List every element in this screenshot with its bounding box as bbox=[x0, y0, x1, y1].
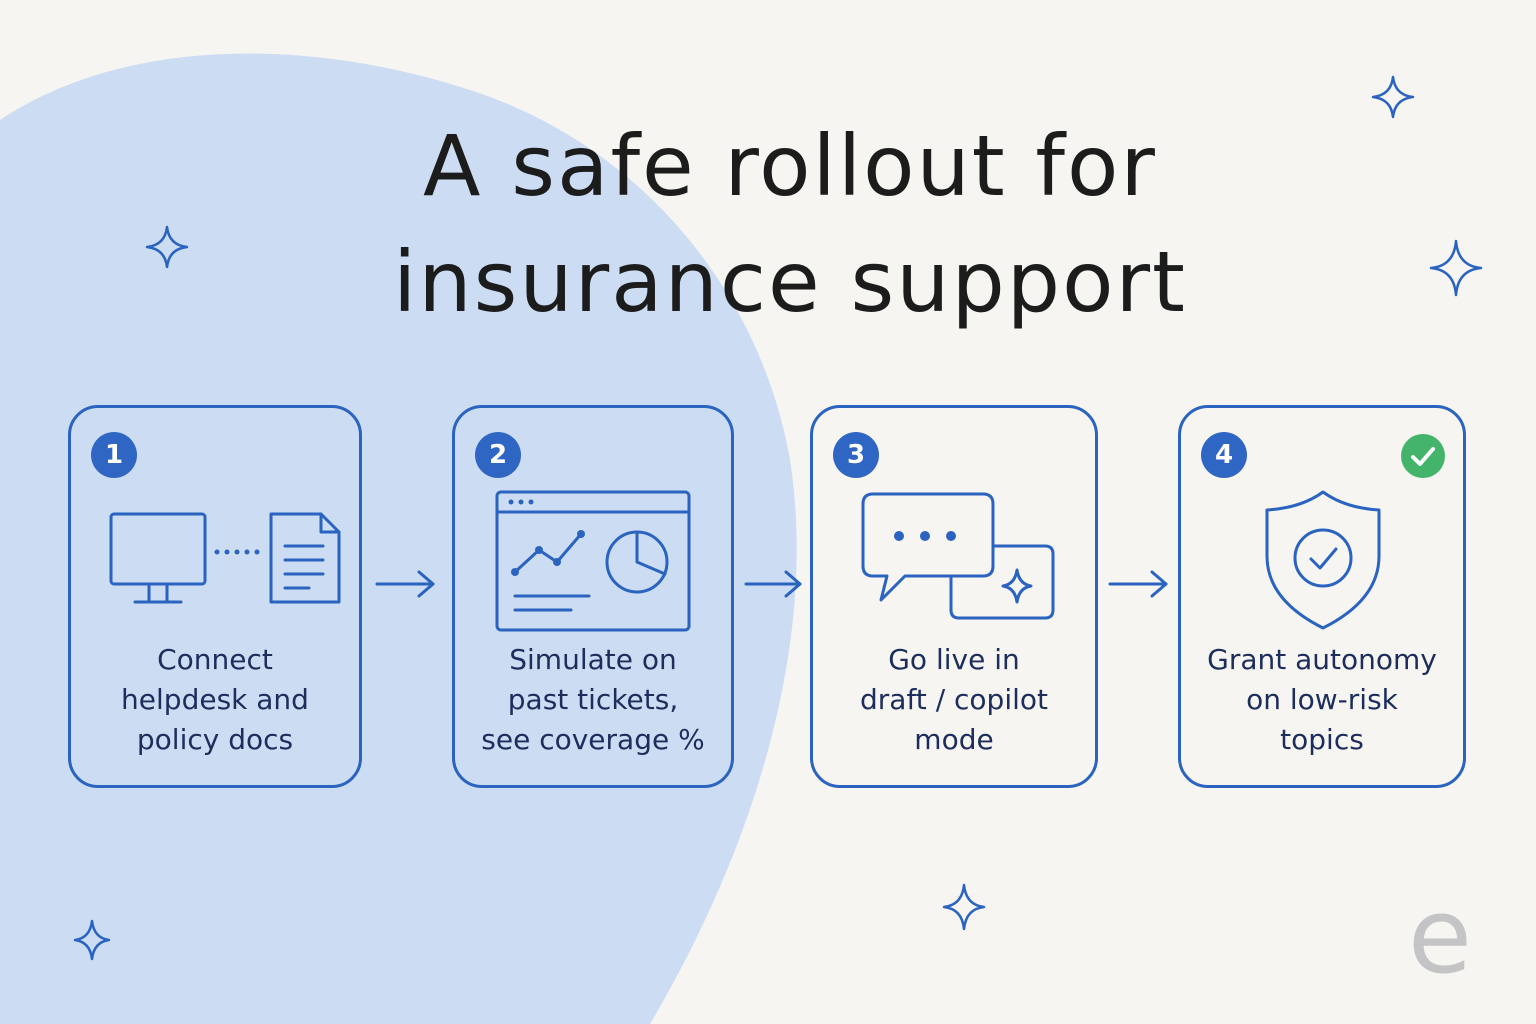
caption-line: see coverage % bbox=[481, 723, 705, 756]
caption-line: Simulate on bbox=[509, 643, 677, 676]
caption-line: policy docs bbox=[136, 723, 294, 756]
caption-line: mode bbox=[914, 723, 994, 756]
step-card-3: 3 Go live in draft / copilot mode bbox=[810, 405, 1098, 788]
shield-check-icon bbox=[1265, 490, 1381, 630]
analytics-dashboard-icon bbox=[495, 490, 691, 632]
step-badge-1: 1 bbox=[91, 432, 137, 478]
caption-line: Go live in bbox=[888, 643, 1020, 676]
brand-logo: e bbox=[1408, 875, 1472, 997]
sparkle-icon bbox=[1371, 75, 1415, 119]
caption-line: past tickets, bbox=[507, 683, 679, 716]
step-badge-4: 4 bbox=[1201, 432, 1247, 478]
monitor-to-document-icon bbox=[109, 512, 341, 604]
step-card-4: 4 Grant autonomy on low-risk topics bbox=[1178, 405, 1466, 788]
title-line-1: A safe rollout for bbox=[423, 117, 1157, 215]
title-line-2: insurance support bbox=[393, 233, 1187, 331]
arrow-right-icon bbox=[1108, 570, 1168, 598]
sparkle-icon bbox=[1429, 239, 1483, 297]
step-caption-4: Grant autonomy on low-risk topics bbox=[1191, 640, 1453, 760]
caption-line: on low-risk bbox=[1246, 683, 1398, 716]
chat-bubbles-icon bbox=[861, 492, 1055, 620]
step-caption-1: Connect helpdesk and policy docs bbox=[81, 640, 349, 760]
sparkle-icon bbox=[942, 883, 986, 931]
step-badge-2: 2 bbox=[475, 432, 521, 478]
sparkle-icon bbox=[145, 225, 189, 269]
step-card-1: 1 Connect helpdesk and bbox=[68, 405, 362, 788]
step-card-2: 2 Simulate on past tickets, see coverage… bbox=[452, 405, 734, 788]
caption-line: helpdesk and bbox=[121, 683, 309, 716]
caption-line: Grant autonomy bbox=[1207, 643, 1437, 676]
sparkle-icon bbox=[73, 919, 111, 961]
check-circle-icon bbox=[1401, 434, 1445, 478]
page-title: A safe rollout for insurance support bbox=[300, 108, 1280, 340]
caption-line: topics bbox=[1280, 723, 1364, 756]
caption-line: draft / copilot bbox=[860, 683, 1048, 716]
arrow-right-icon bbox=[744, 570, 802, 598]
step-caption-2: Simulate on past tickets, see coverage % bbox=[465, 640, 721, 760]
caption-line: Connect bbox=[157, 643, 273, 676]
step-caption-3: Go live in draft / copilot mode bbox=[823, 640, 1085, 760]
step-badge-3: 3 bbox=[833, 432, 879, 478]
arrow-right-icon bbox=[375, 570, 435, 598]
